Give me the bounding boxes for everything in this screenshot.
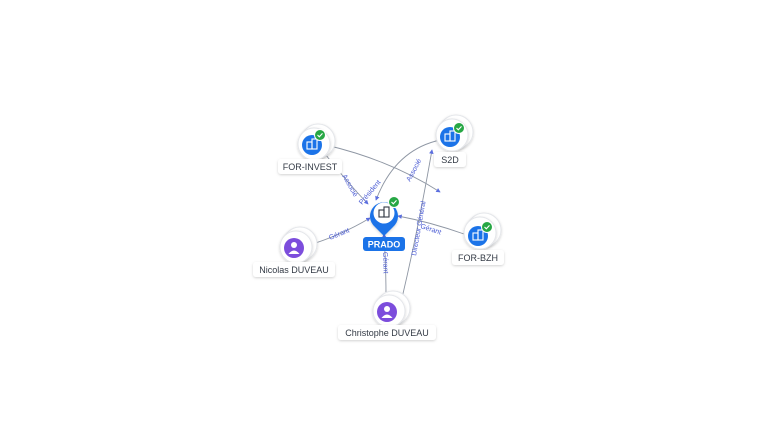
node-for-bzh[interactable]: FOR-BZH — [452, 212, 504, 265]
node-label-for-invest: FOR-INVEST — [283, 162, 338, 172]
center-badge — [363, 237, 405, 251]
edge-label-nicolas-prado: Gérant — [328, 227, 351, 242]
building-icon — [378, 206, 390, 218]
building-icon — [444, 130, 456, 142]
node-label-christophe-duveau: Christophe DUVEAU — [345, 328, 429, 338]
building-icon — [472, 229, 484, 241]
node-label-prado: PRADO — [368, 240, 401, 250]
node-label-s2d: S2D — [441, 155, 459, 165]
node-s2d[interactable]: S2D — [434, 114, 474, 167]
node-label-for-bzh: FOR-BZH — [458, 253, 498, 263]
edge-label-forbzh-prado: Gérant — [419, 223, 442, 236]
verified-icon — [453, 122, 465, 134]
building-icon — [306, 138, 318, 150]
verified-icon — [388, 196, 400, 208]
node-for-invest[interactable]: FOR-INVEST — [278, 123, 342, 174]
edge-label-christophe-prado: Gérant — [381, 252, 389, 274]
edge-s2d-prado — [375, 139, 441, 201]
verified-icon — [481, 221, 493, 233]
edge-label-s2d-prado: Associé — [406, 158, 424, 183]
node-prado[interactable]: PRADO — [363, 196, 405, 252]
node-christophe-duveau[interactable]: Christophe DUVEAU — [338, 290, 436, 340]
node-nicolas-duveau[interactable]: Nicolas DUVEAU — [253, 226, 335, 277]
edge-label-forinvest-prado: Associé — [340, 174, 358, 199]
verified-icon — [314, 129, 326, 141]
node-label-nicolas-duveau: Nicolas DUVEAU — [259, 265, 329, 275]
edge-forbzh-prado — [397, 214, 465, 235]
edge-christophe-s2d — [401, 149, 434, 299]
edge-forinvest-s2d — [325, 144, 441, 193]
